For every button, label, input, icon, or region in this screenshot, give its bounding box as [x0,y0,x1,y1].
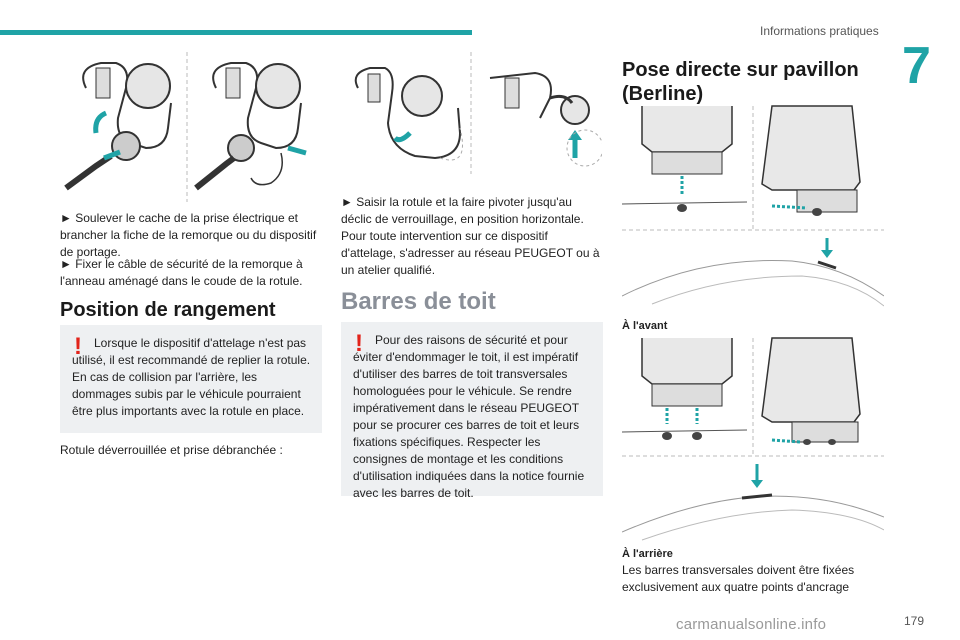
header-accent-bar [0,30,472,35]
towbar-illustration-2 [340,48,602,178]
section-title: Informations pratiques [760,24,879,38]
col2-heading: Barres de toit [341,288,496,315]
warning-icon: ! [355,330,363,357]
page-number: 179 [903,614,924,628]
col1-warning-text: Lorsque le dispositif d'attelage n'est p… [72,336,311,418]
col2-warning-text: Pour des raisons de sécurité et pour évi… [353,333,585,500]
col1-heading: Position de rangement [60,299,276,321]
col1-warning-box: ! Lorsque le dispositif d'attelage n'est… [60,325,322,433]
car-roof-rear-illustration [622,462,884,542]
watermark: carmanualsonline.info [676,616,827,633]
col1-text-2: ► Fixer le câble de sécurité de la remor… [60,257,303,288]
chapter-number: 7 [902,37,931,95]
warning-icon: ! [74,333,82,360]
col3-heading: Pose directe sur pavillon (Berline) [622,59,859,105]
roof-bar-front-detail [622,104,884,234]
col3-text-1: Les barres transversales doivent être fi… [622,563,855,594]
col1-text-3: Rotule déverrouillée et prise débranchée… [60,443,283,457]
caption-front: À l'avant [622,320,668,332]
car-roof-front-illustration [622,236,884,314]
col2-warning-box: ! Pour des raisons de sécurité et pour é… [341,322,603,500]
col1-text-1: ► Soulever le cache de la prise électriq… [60,211,317,259]
caption-rear: À l'arrière [622,548,673,560]
towbar-illustration-1 [56,48,318,206]
roof-bar-rear-detail [622,336,884,460]
col2-text-1: ► Saisir la rotule et la faire pivoter j… [341,195,600,277]
